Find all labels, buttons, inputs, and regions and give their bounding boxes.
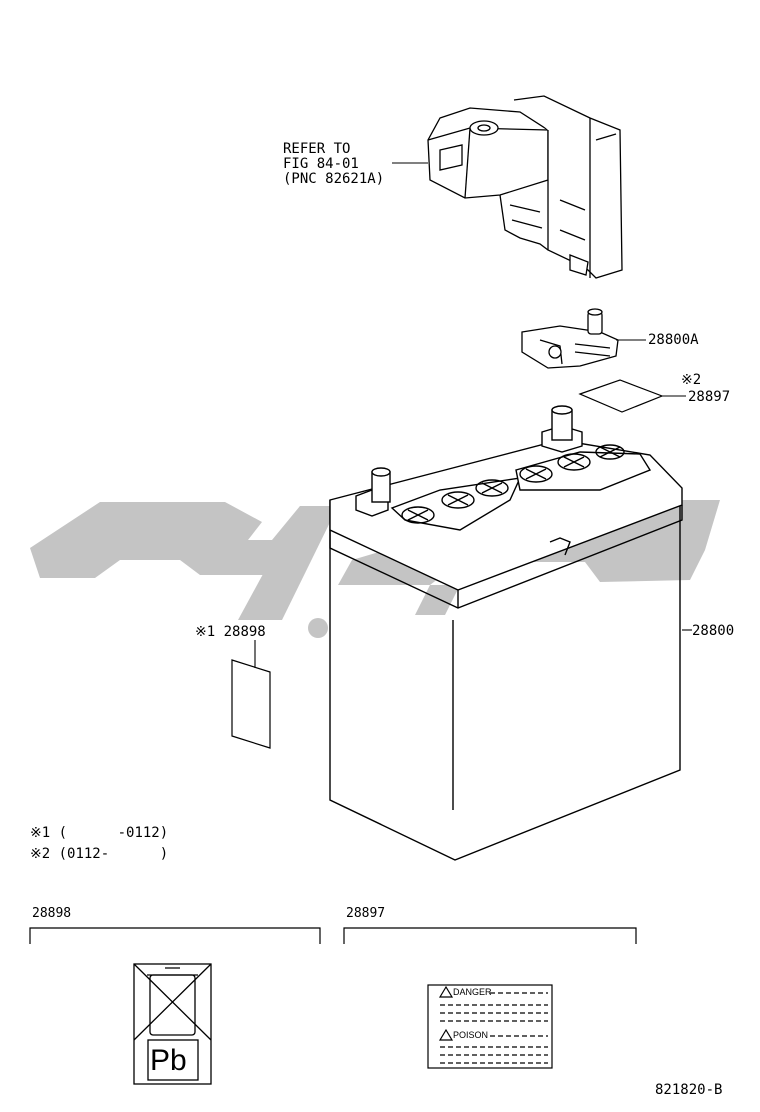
note-1: ※1 ( -0112) [30,825,169,841]
figure-code: 821820-B [655,1082,723,1098]
terminal-cover-drawing [521,308,619,369]
pb-symbol-text: Pb [150,1044,187,1077]
danger-label-drawing [427,984,553,1069]
refer-to-line-1: REFER TO [283,141,351,157]
refer-to-line-3: (PNC 82621A) [283,171,385,187]
label-frames [29,927,637,944]
recycle-label-drawing [133,963,212,1085]
part-number-28898: ※1 28898 [195,624,266,640]
note-2: ※2 (0112- ) [30,846,169,862]
label-28898-sheet [231,659,271,749]
battery-drawing [329,405,683,861]
note-2-marker: ※2 [681,372,702,388]
refer-to-line-2: FIG 84-01 [283,156,359,172]
poison-heading: POISON [453,1030,489,1040]
fuse-block-drawing [427,95,623,279]
danger-heading: DANGER [453,987,492,997]
danger-text-dashes [440,992,548,1064]
leader-lines [254,162,692,668]
part-number-28800a: 28800A [648,332,699,348]
part-number-28800: 28800 [692,623,735,639]
label-28897-sheet [578,379,664,413]
label-title-28898: 28898 [32,906,72,921]
part-number-28897: 28897 [688,389,731,405]
label-title-28897: 28897 [346,906,386,921]
